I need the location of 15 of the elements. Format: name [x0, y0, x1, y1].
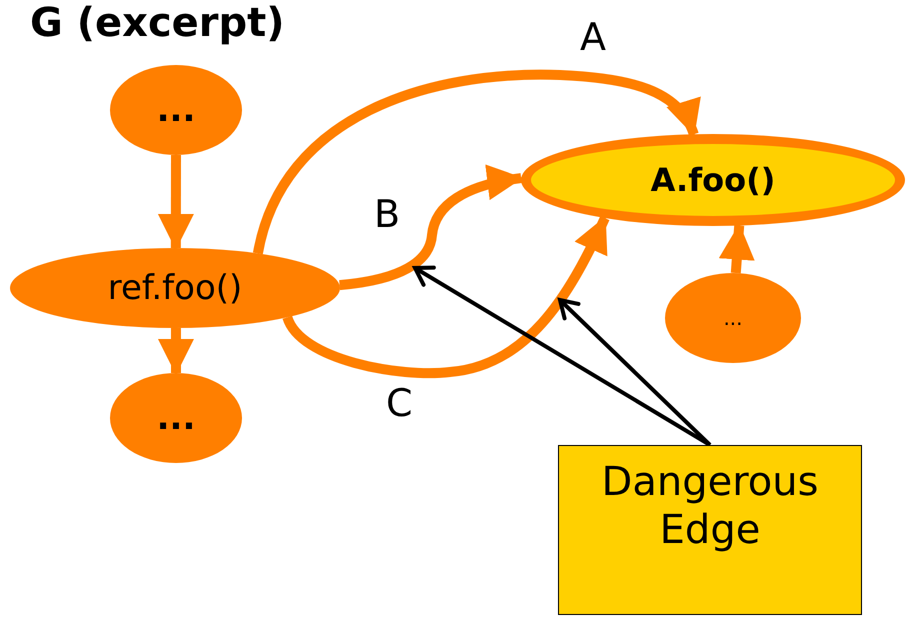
title: G (excerpt) [30, 0, 285, 46]
node-label: A.foo() [650, 160, 776, 200]
arrow [282, 216, 610, 378]
arrow [718, 224, 755, 274]
node-label: ref.foo() [108, 268, 242, 308]
arrow [158, 154, 194, 250]
node-label: ... [156, 398, 196, 438]
node-label: Dangerous Edge [600, 458, 820, 554]
arrow [339, 165, 524, 290]
node-label: ... [156, 90, 196, 130]
node-label: ... [723, 306, 743, 330]
arrow [158, 328, 194, 375]
callout-box [558, 445, 862, 615]
leader-line [558, 298, 712, 446]
arrow [253, 70, 698, 255]
